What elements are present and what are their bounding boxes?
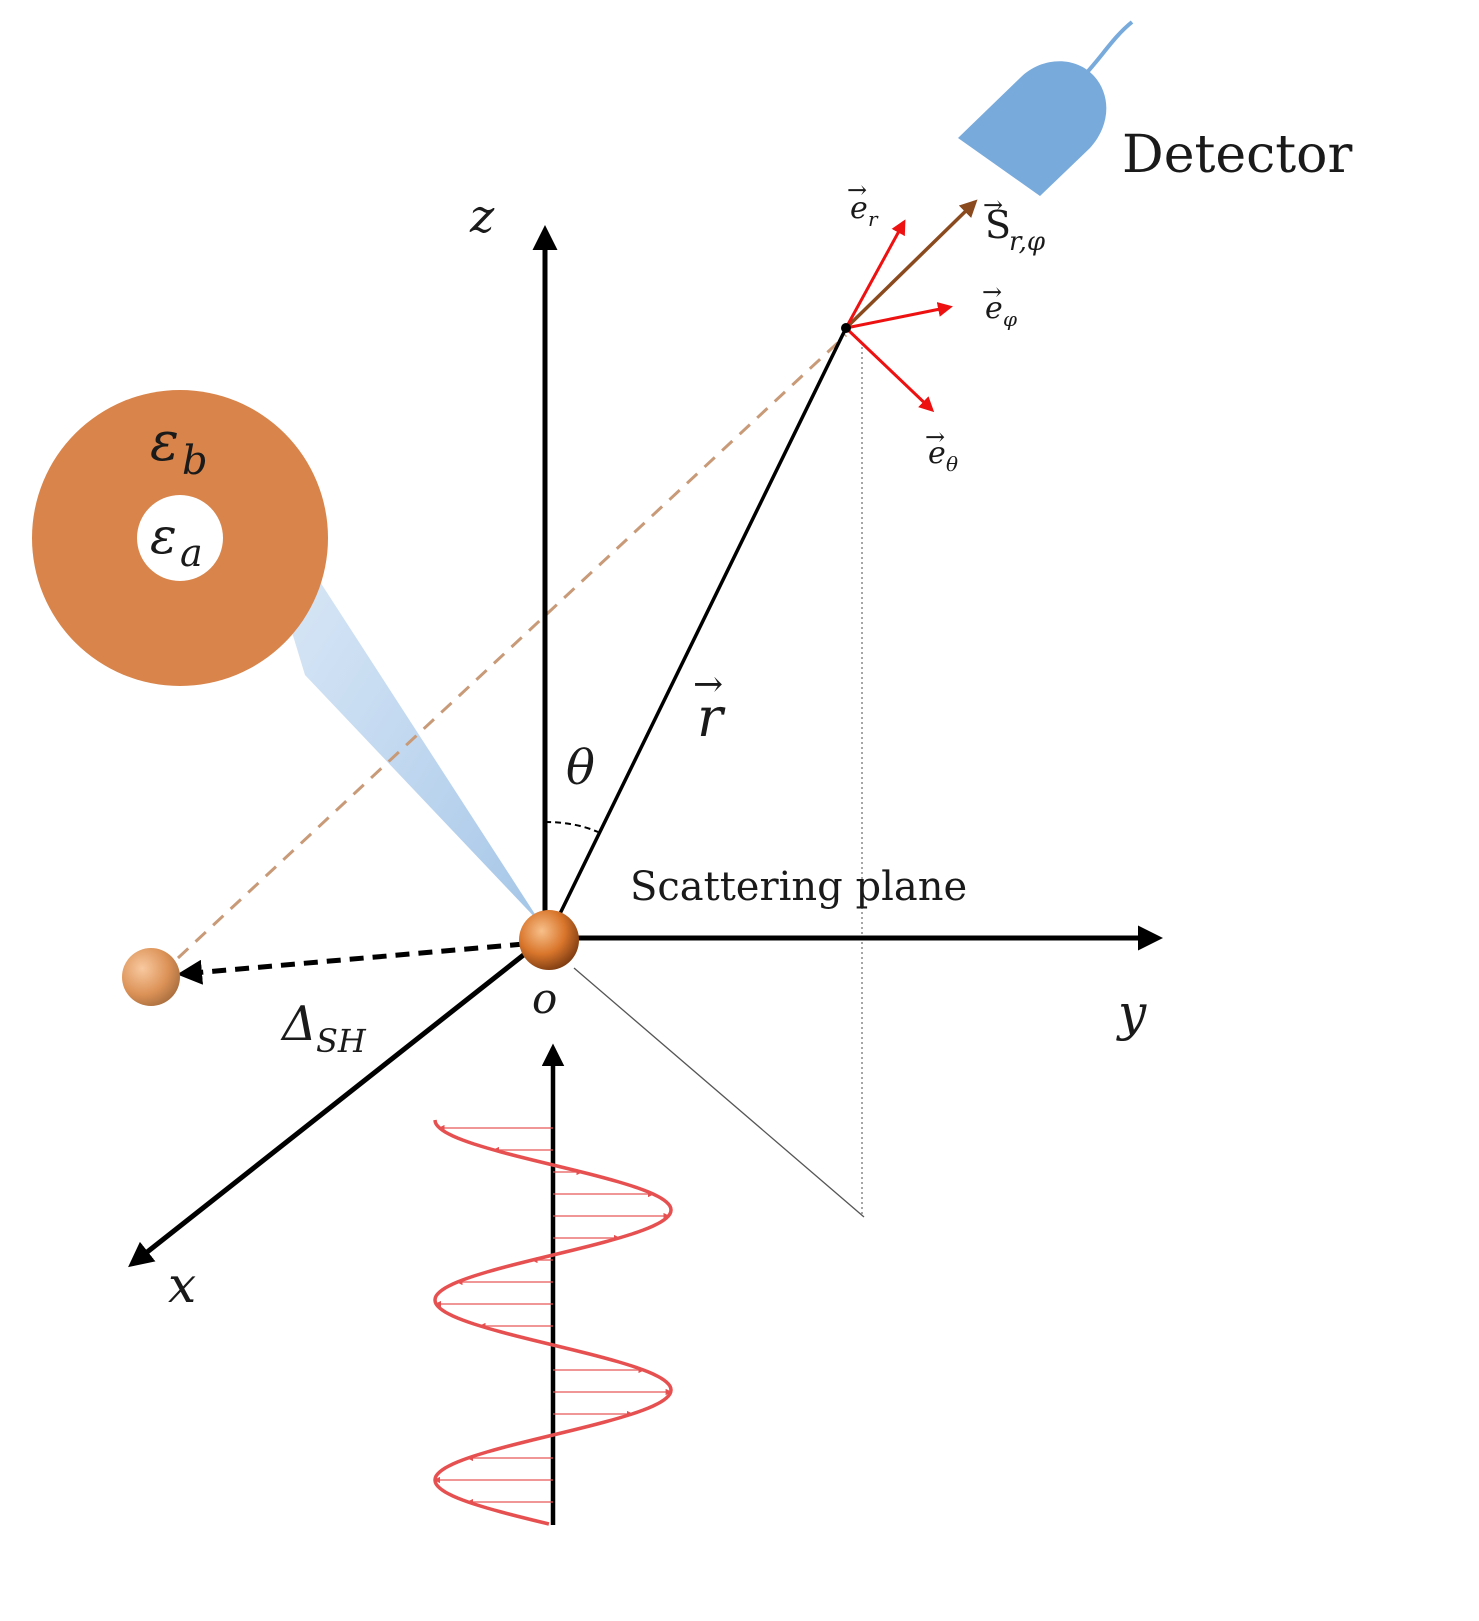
e-theta-label: → e θ: [925, 423, 958, 476]
svg-text:ε: ε: [150, 507, 177, 565]
svg-text:→: →: [847, 176, 867, 204]
x-axis-label: x: [168, 1256, 196, 1314]
r-vector-label: r: [697, 686, 726, 749]
x-axis: [128, 936, 547, 1268]
svg-text:SH: SH: [316, 1022, 367, 1060]
e-r-arrow: [844, 219, 906, 329]
svg-text:r,φ: r,φ: [1009, 227, 1046, 257]
epsilon-a-label: ε a: [150, 507, 203, 575]
projection-dashed-line: [176, 333, 848, 960]
svg-text:a: a: [180, 531, 203, 575]
observation-point: [841, 323, 851, 333]
r-vector-line: [551, 327, 848, 929]
delta-sh-label: Δ SH: [280, 996, 367, 1060]
detector-icon: [958, 20, 1134, 197]
displaced-particle-sphere: [122, 948, 180, 1006]
scattering-plane-label: Scattering plane: [630, 864, 967, 910]
poynting-vector-arrow: [844, 199, 978, 330]
theta-label: θ: [566, 740, 595, 796]
z-axis-label: z: [469, 189, 495, 243]
svg-text:→: →: [925, 423, 945, 451]
theta-arc: [544, 821, 599, 833]
delta-sh-dashed-arrow: [177, 941, 525, 985]
e-theta-arrow: [844, 326, 935, 413]
svg-text:θ: θ: [946, 452, 958, 476]
y-axis-label: y: [1116, 984, 1147, 1042]
svg-text:→: →: [983, 191, 1003, 219]
epsilon-b-label: ε b: [150, 410, 208, 484]
svg-text:→: →: [982, 278, 1002, 306]
svg-text:r: r: [868, 207, 879, 231]
svg-text:S: S: [985, 203, 1011, 247]
e-phi-label: → e φ: [982, 278, 1017, 331]
e-phi-arrow: [845, 302, 953, 330]
svg-text:ε: ε: [150, 410, 179, 473]
core-shell-particle-core: [137, 495, 223, 581]
poynting-vector-label: → S r,φ: [983, 191, 1046, 257]
svg-text:b: b: [182, 438, 208, 484]
svg-text:φ: φ: [1003, 307, 1017, 331]
origin-label: o: [532, 974, 557, 1023]
particle-sphere: [519, 910, 579, 970]
e-r-label: → e r: [847, 176, 879, 231]
svg-text:e: e: [985, 291, 1003, 326]
svg-text:e: e: [928, 436, 946, 471]
detector-label: Detector: [1122, 125, 1352, 185]
incident-wave: [433, 1119, 673, 1526]
svg-text:Δ: Δ: [280, 996, 317, 1052]
svg-text:e: e: [850, 191, 868, 226]
r-vector-arrow-glyph: →: [693, 664, 723, 705]
plane-diagonal-line: [573, 967, 865, 1218]
